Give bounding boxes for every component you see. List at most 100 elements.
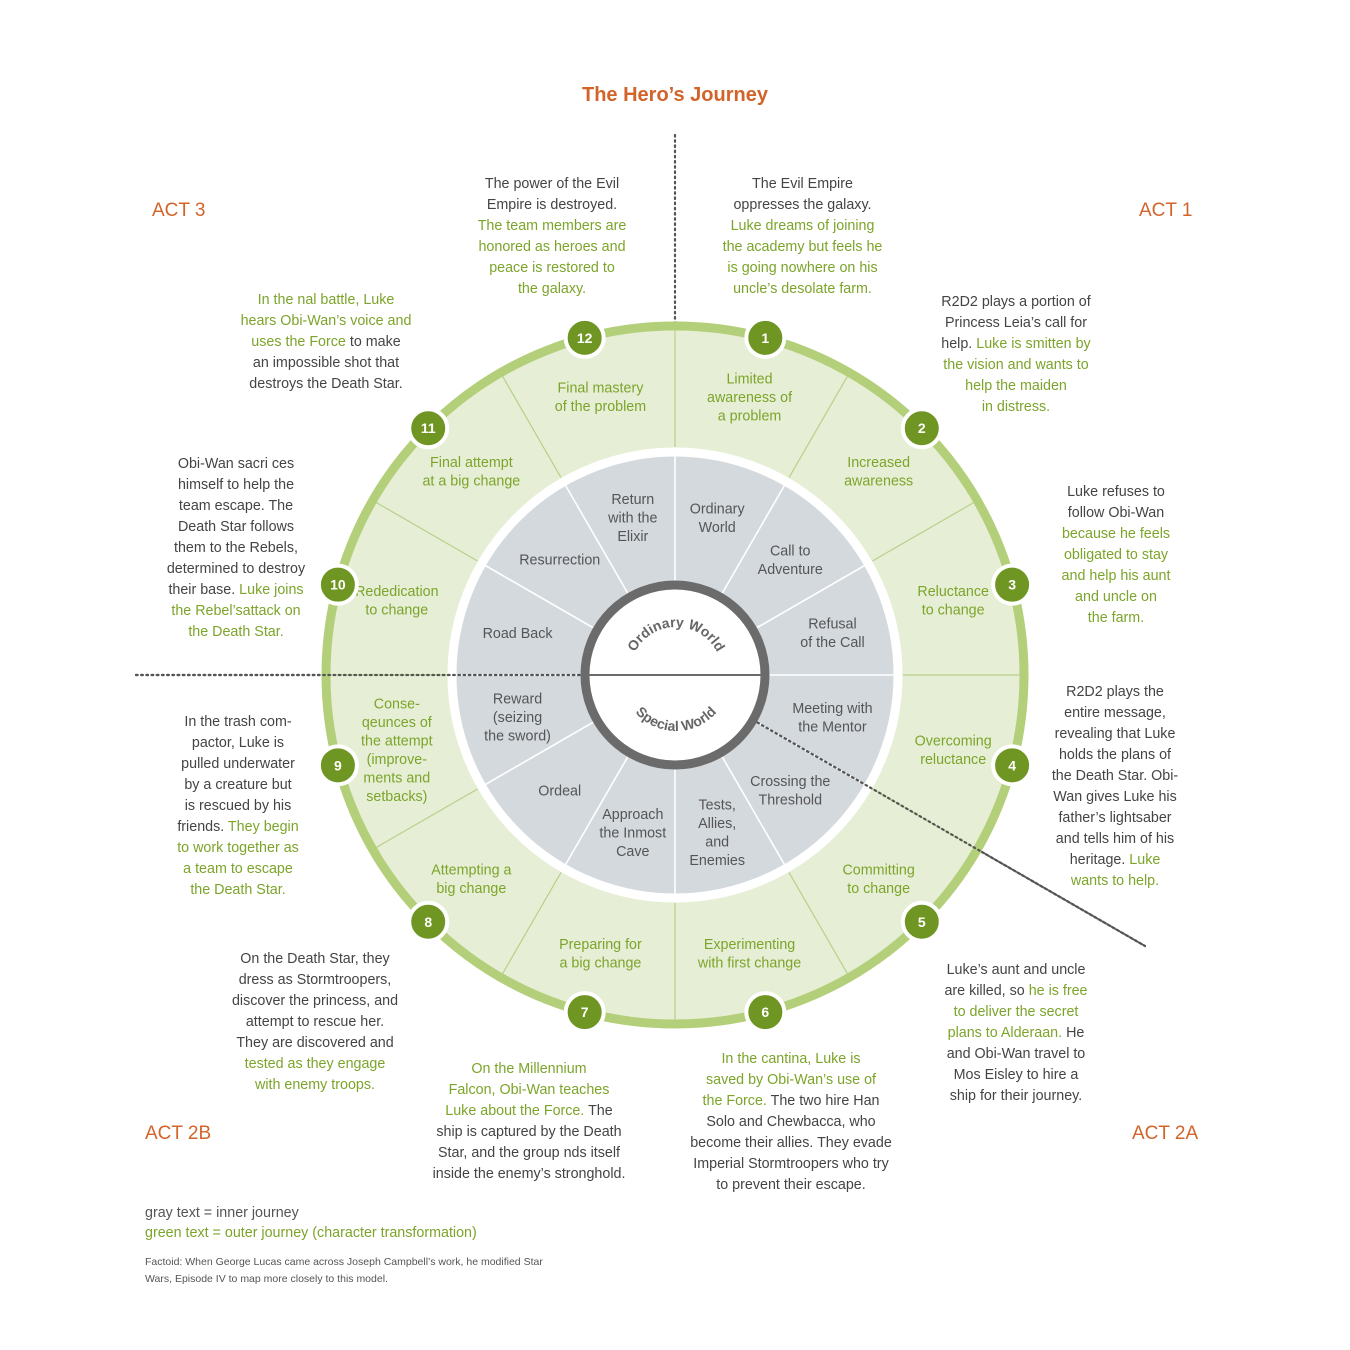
badge-circle <box>744 991 787 1034</box>
note-line: the vision and wants to <box>943 357 1089 373</box>
note-line: saved by Obi-Wan’s use of <box>705 1072 877 1088</box>
note-line: In the cantina, Luke is <box>721 1051 861 1067</box>
note-line: by a creature but <box>184 777 292 793</box>
stage-badge-4: 4 <box>991 744 1034 787</box>
note-line: Empire is destroyed. <box>486 197 618 213</box>
legend-gray: gray text = inner journey <box>145 1205 299 1221</box>
inner-spoke <box>756 564 866 629</box>
note-line: to work together as <box>177 840 299 856</box>
stage-badge-5: 5 <box>900 900 943 943</box>
act-divider-diagonal-over <box>751 718 1147 948</box>
note-line: the Rebel’sattack on <box>171 603 301 619</box>
note-line: father’s lightsaber <box>1058 810 1172 826</box>
outer-spoke <box>872 501 975 562</box>
note-line: The team members are <box>477 218 627 234</box>
note-line: the academy but feels he <box>722 239 883 255</box>
note-line: their base. Luke joins <box>168 582 304 598</box>
inner-spoke <box>721 484 786 594</box>
note-line: The Evil Empire <box>752 176 853 192</box>
outer-spoke <box>788 872 849 975</box>
note-line: determined to destroy <box>166 561 306 577</box>
act-divider-lines-over <box>134 673 1147 948</box>
badge-number: 12 <box>577 330 593 346</box>
note-line: Star, and the group nds itself <box>437 1145 620 1161</box>
stage-badge-6: 6 <box>744 991 787 1034</box>
note-line: obligated to stay <box>1063 547 1169 563</box>
note-line: R2D2 plays a portion of <box>941 294 1091 310</box>
note-line: the galaxy. <box>517 281 587 297</box>
note-line: become their allies. They evade <box>690 1135 892 1151</box>
note-line: help the maiden <box>965 378 1067 394</box>
note-line: himself to help the <box>177 477 295 493</box>
note-line: to prevent their escape. <box>716 1177 866 1193</box>
note-line: them to the Rebels, <box>174 540 298 556</box>
stage-badge-12: 12 <box>563 316 606 359</box>
outer-spoke <box>788 375 849 478</box>
act-2a-label: ACT 2A <box>1132 1123 1199 1144</box>
note-line: On the Millennium <box>471 1061 587 1077</box>
badge-circle <box>744 316 787 359</box>
act-1-label: ACT 1 <box>1139 200 1193 221</box>
note-line: R2D2 plays the <box>1066 684 1164 700</box>
stage-badge-3: 3 <box>991 563 1034 606</box>
note-line: the Death Star. <box>188 624 284 640</box>
note-line: pactor, Luke is <box>191 735 285 751</box>
note-line: wants to help. <box>1070 873 1160 889</box>
story-note-2: R2D2 plays a portion of Princess Leia’s c… <box>918 292 1114 418</box>
note-line: with enemy troops. <box>255 1077 375 1093</box>
note-line: Luke dreams of joining <box>730 218 875 234</box>
note-line: and Obi-Wan travel to <box>946 1046 1086 1062</box>
stage-badge-2: 2 <box>900 407 943 450</box>
badge-number: 10 <box>330 577 346 593</box>
stage-badge-1: 1 <box>744 316 787 359</box>
stage-badge-7: 7 <box>563 991 606 1034</box>
badge-circle <box>563 991 606 1034</box>
note-line: heritage. Luke <box>1069 852 1161 868</box>
badge-number: 7 <box>581 1004 589 1020</box>
note-line: peace is restored to <box>489 260 615 276</box>
badge-circle <box>563 316 606 359</box>
note-line: holds the plans of <box>1058 747 1172 763</box>
badge-number: 9 <box>334 757 342 773</box>
stage-badge-11: 11 <box>407 407 450 450</box>
note-line: and uncle on <box>1075 589 1157 605</box>
note-line: an impossible shot that <box>252 355 400 371</box>
outer-spoke <box>375 501 478 562</box>
note-line: ship for their journey. <box>949 1088 1083 1104</box>
inner-stage-label-8: Ordeal <box>538 783 581 799</box>
note-line: Princess Leia’s call for <box>945 315 1087 331</box>
badge-number: 5 <box>918 914 926 930</box>
note-line: destroys the Death Star. <box>249 376 403 392</box>
page-title: The Hero’s Journey <box>582 84 768 106</box>
badge-circle <box>407 407 450 450</box>
badge-circle <box>900 407 943 450</box>
note-line: discover the princess, and <box>231 993 399 1009</box>
note-line: the farm. <box>1087 610 1145 626</box>
inner-spoke <box>564 484 629 594</box>
inner-spoke <box>484 721 594 786</box>
